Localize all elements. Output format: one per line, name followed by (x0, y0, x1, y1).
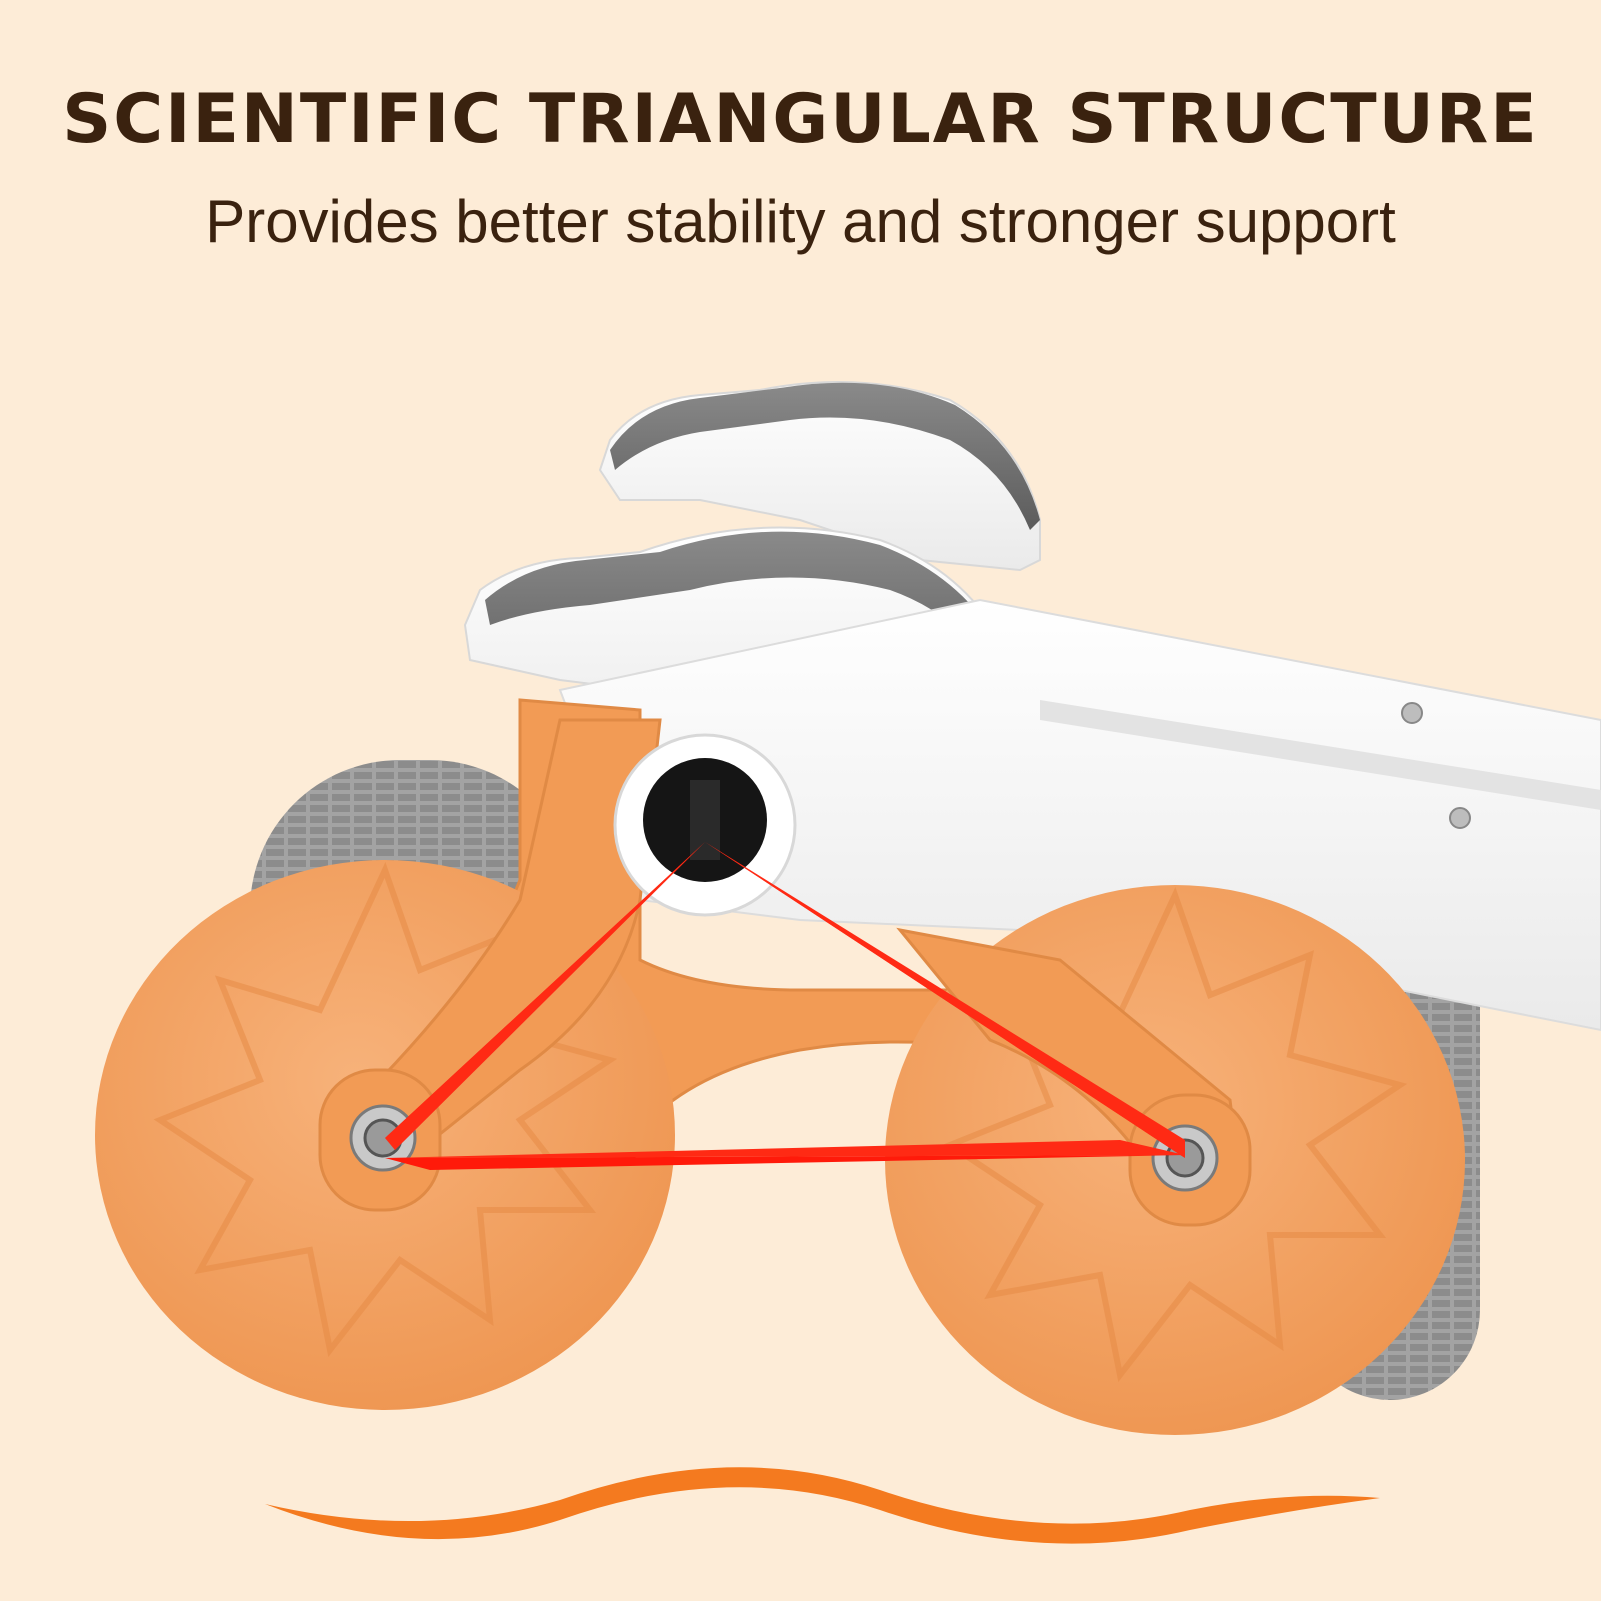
upper-knee-pad (598, 381, 1041, 572)
headline-title: SCIENTIFIC TRIANGULAR STRUCTURE (62, 80, 1539, 159)
handle-socket (613, 733, 797, 917)
orange-wave-decoration (265, 1467, 1380, 1544)
headline-subtitle: Provides better stability and stronger s… (205, 188, 1396, 255)
red-triangle-diagram (385, 842, 1185, 1170)
